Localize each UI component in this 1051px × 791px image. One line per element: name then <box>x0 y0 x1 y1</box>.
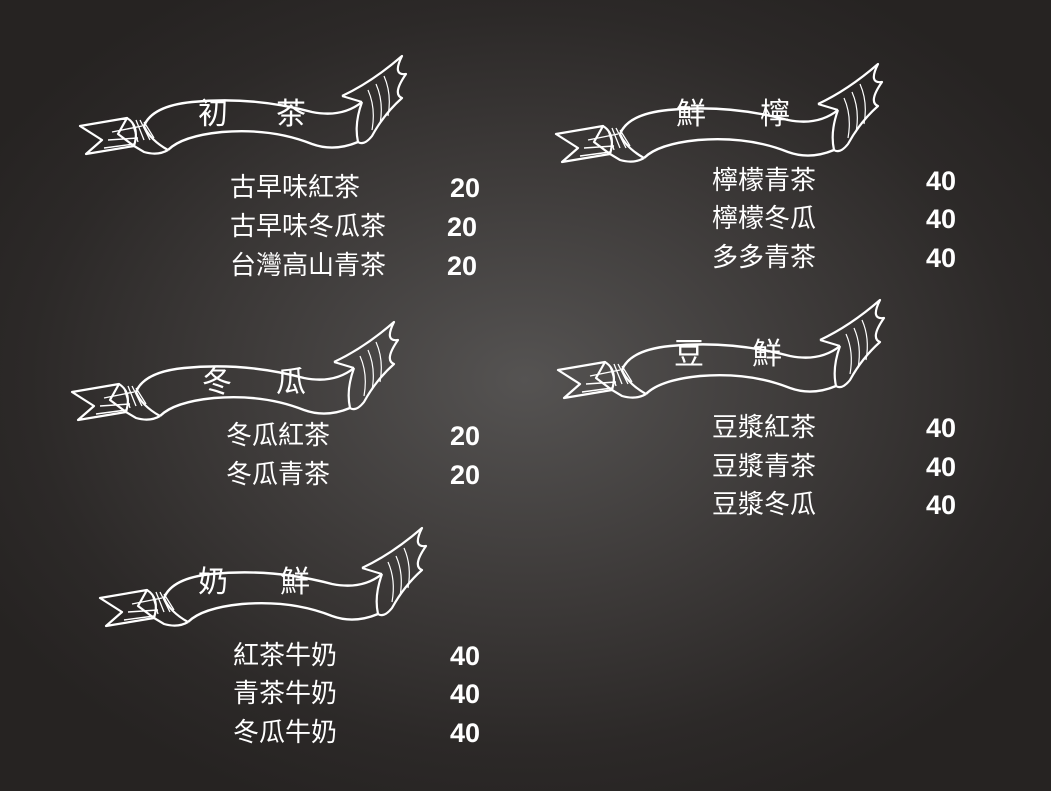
menu-item-price: 40 <box>450 718 481 748</box>
section-title-char-1: 鮮 <box>676 97 706 132</box>
menu-item-name: 冬瓜青茶 <box>226 460 331 490</box>
menu-item-price: 40 <box>926 166 957 196</box>
menu-item-name: 青茶牛奶 <box>233 679 338 709</box>
menu-item-price: 40 <box>926 413 957 443</box>
menu-item-price: 40 <box>926 452 957 482</box>
menu-item-name: 台灣高山青茶 <box>230 251 387 281</box>
menu-item-price: 20 <box>447 212 478 242</box>
menu-item-price: 40 <box>450 641 481 671</box>
menu-item-price: 20 <box>447 251 478 281</box>
menu-item-price: 20 <box>450 173 481 203</box>
section-banner-2: 冬 瓜 <box>64 320 404 432</box>
section-title-char-2: 鮮 <box>752 337 782 372</box>
section-title: 鮮 檸 <box>676 100 790 130</box>
section-title-char-2: 檸 <box>760 97 790 132</box>
menu-item-price: 20 <box>450 421 481 451</box>
section-title-char-1: 奶 <box>198 565 228 600</box>
section-title-char-1: 初 <box>198 97 228 132</box>
menu-item-name: 檸檬冬瓜 <box>712 204 817 234</box>
section-title-char-2: 鮮 <box>280 565 310 600</box>
menu-item-name: 多多青茶 <box>712 243 817 273</box>
section-title-char-2: 茶 <box>276 97 306 132</box>
menu-item-name: 豆漿青茶 <box>712 452 817 482</box>
section-title-char-1: 豆 <box>674 337 704 372</box>
section-banner-5: 豆 鮮 <box>550 298 890 410</box>
section-title-char-1: 冬 <box>202 365 232 400</box>
section-banner-4: 鮮 檸 <box>548 62 888 174</box>
menu-item-price: 40 <box>926 490 957 520</box>
menu-item-price: 40 <box>450 679 481 709</box>
menu-item-name: 冬瓜牛奶 <box>233 718 338 748</box>
section-title: 奶 鮮 <box>198 568 310 598</box>
menu-item-name: 古早味紅茶 <box>230 173 361 203</box>
section-banner-3: 奶 鮮 <box>92 526 432 638</box>
menu-item-price: 20 <box>450 460 481 490</box>
menu-item-price: 40 <box>926 204 957 234</box>
section-title: 豆 鮮 <box>674 340 782 370</box>
section-title: 初 茶 <box>198 100 306 130</box>
menu-item-name: 冬瓜紅茶 <box>226 421 331 451</box>
menu-item-name: 豆漿冬瓜 <box>712 490 817 520</box>
menu-item-name: 檸檬青茶 <box>712 166 817 196</box>
menu-item-price: 40 <box>926 243 957 273</box>
menu-item-name: 古早味冬瓜茶 <box>230 212 387 242</box>
section-banner-1: 初 茶 <box>72 54 412 166</box>
section-title: 冬 瓜 <box>202 368 306 398</box>
menu-item-name: 豆漿紅茶 <box>712 413 817 443</box>
section-title-char-2: 瓜 <box>276 365 306 400</box>
menu-item-name: 紅茶牛奶 <box>233 641 338 671</box>
